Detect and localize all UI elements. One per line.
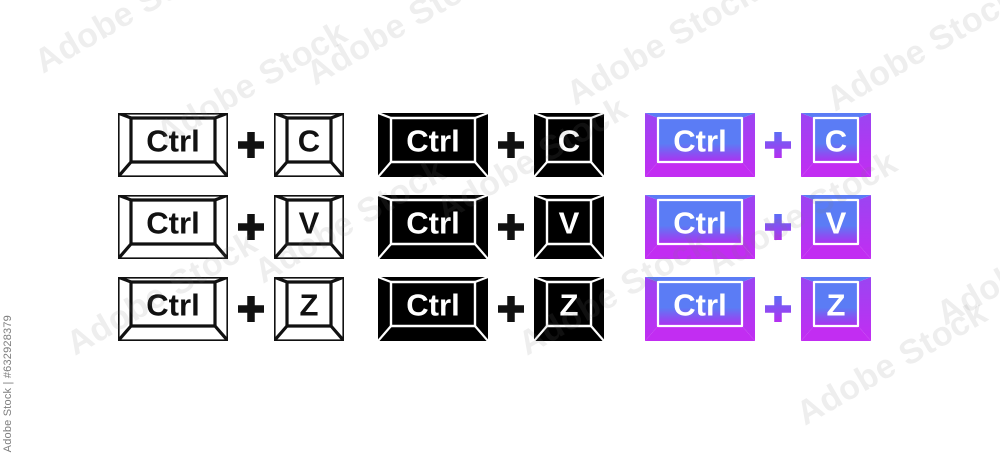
- key-outline-copy-letter-label: C: [298, 124, 320, 159]
- key-outline-undo-letter-glyph: Z: [274, 277, 344, 341]
- key-gradient-paste-ctrl[interactable]: Ctrl: [645, 195, 755, 259]
- plus-icon-gradient-copy: [765, 132, 791, 158]
- key-outline-undo-ctrl[interactable]: Ctrl: [118, 277, 228, 341]
- shortcut-solid-undo[interactable]: Ctrl Z: [378, 277, 604, 341]
- key-solid-copy-ctrl[interactable]: Ctrl: [378, 113, 488, 177]
- shortcut-outline-copy[interactable]: Ctrl C: [118, 113, 344, 177]
- plus-outline-paste: [228, 214, 274, 240]
- shortcut-gradient-copy[interactable]: Ctrl: [645, 113, 871, 177]
- key-solid-undo-ctrl[interactable]: Ctrl: [378, 277, 488, 341]
- shortcut-outline-paste[interactable]: Ctrl V: [118, 195, 344, 259]
- plus-icon-solid-undo: [498, 296, 524, 322]
- plus-icon-outline-copy: [238, 132, 264, 158]
- plus-gradient-paste: [755, 214, 801, 240]
- key-outline-undo-letter[interactable]: Z: [274, 277, 344, 341]
- key-gradient-undo-letter-glyph: Z: [801, 277, 871, 341]
- key-outline-paste-letter[interactable]: V: [274, 195, 344, 259]
- shortcut-outline-undo[interactable]: Ctrl Z: [118, 277, 344, 341]
- key-solid-undo-ctrl-label: Ctrl: [406, 288, 459, 323]
- plus-gradient-copy: [755, 132, 801, 158]
- key-gradient-paste-ctrl-glyph: Ctrl: [645, 195, 755, 259]
- plus-outline-undo: [228, 296, 274, 322]
- key-gradient-copy-ctrl[interactable]: Ctrl: [645, 113, 755, 177]
- key-gradient-copy-ctrl-label: Ctrl: [673, 124, 726, 159]
- key-gradient-paste-letter-label: V: [826, 206, 847, 241]
- key-solid-paste-ctrl-glyph: Ctrl: [378, 195, 488, 259]
- key-solid-copy-letter-glyph: C: [534, 113, 604, 177]
- plus-icon-gradient-undo: [765, 296, 791, 322]
- key-gradient-paste-ctrl-label: Ctrl: [673, 206, 726, 241]
- shortcut-gradient-undo[interactable]: Ctrl: [645, 277, 871, 341]
- key-outline-undo-ctrl-glyph: Ctrl: [118, 277, 228, 341]
- key-gradient-copy-letter-glyph: C: [801, 113, 871, 177]
- key-outline-undo-ctrl-label: Ctrl: [146, 288, 199, 323]
- key-solid-undo-letter[interactable]: Z: [534, 277, 604, 341]
- key-outline-copy-ctrl-glyph: Ctrl: [118, 113, 228, 177]
- key-gradient-undo-letter[interactable]: Z: [801, 277, 871, 341]
- key-solid-paste-letter-glyph: V: [534, 195, 604, 259]
- key-solid-paste-ctrl[interactable]: Ctrl: [378, 195, 488, 259]
- key-solid-paste-ctrl-label: Ctrl: [406, 206, 459, 241]
- key-solid-copy-letter[interactable]: C: [534, 113, 604, 177]
- key-gradient-undo-ctrl-label: Ctrl: [673, 288, 726, 323]
- key-gradient-undo-ctrl-glyph: Ctrl: [645, 277, 755, 341]
- plus-icon-solid-paste: [498, 214, 524, 240]
- plus-icon-solid-copy: [498, 132, 524, 158]
- key-gradient-copy-ctrl-glyph: Ctrl: [645, 113, 755, 177]
- key-outline-paste-ctrl-label: Ctrl: [146, 206, 199, 241]
- key-solid-undo-ctrl-glyph: Ctrl: [378, 277, 488, 341]
- key-solid-undo-letter-glyph: Z: [534, 277, 604, 341]
- shortcut-solid-paste[interactable]: Ctrl V: [378, 195, 604, 259]
- plus-solid-copy: [488, 132, 534, 158]
- key-solid-copy-ctrl-label: Ctrl: [406, 124, 459, 159]
- plus-icon-outline-undo: [238, 296, 264, 322]
- key-solid-paste-letter[interactable]: V: [534, 195, 604, 259]
- key-gradient-copy-letter[interactable]: C: [801, 113, 871, 177]
- key-solid-copy-ctrl-glyph: Ctrl: [378, 113, 488, 177]
- key-solid-undo-letter-label: Z: [560, 288, 579, 323]
- shortcut-gradient-paste[interactable]: Ctrl: [645, 195, 871, 259]
- plus-solid-undo: [488, 296, 534, 322]
- key-outline-undo-letter-label: Z: [300, 288, 319, 323]
- key-outline-copy-ctrl-label: Ctrl: [146, 124, 199, 159]
- plus-gradient-undo: [755, 296, 801, 322]
- key-outline-paste-letter-glyph: V: [274, 195, 344, 259]
- key-solid-copy-letter-label: C: [558, 124, 580, 159]
- plus-solid-paste: [488, 214, 534, 240]
- key-gradient-paste-letter[interactable]: V: [801, 195, 871, 259]
- key-outline-paste-ctrl-glyph: Ctrl: [118, 195, 228, 259]
- key-outline-paste-letter-label: V: [299, 206, 320, 241]
- key-gradient-paste-letter-glyph: V: [801, 195, 871, 259]
- shortcut-solid-copy[interactable]: Ctrl C: [378, 113, 604, 177]
- plus-icon-gradient-paste: [765, 214, 791, 240]
- plus-outline-copy: [228, 132, 274, 158]
- key-gradient-copy-letter-label: C: [825, 124, 847, 159]
- key-outline-copy-letter[interactable]: C: [274, 113, 344, 177]
- key-gradient-undo-letter-label: Z: [827, 288, 846, 323]
- key-solid-paste-letter-label: V: [559, 206, 580, 241]
- key-outline-paste-ctrl[interactable]: Ctrl: [118, 195, 228, 259]
- key-outline-copy-letter-glyph: C: [274, 113, 344, 177]
- plus-icon-outline-paste: [238, 214, 264, 240]
- key-gradient-undo-ctrl[interactable]: Ctrl: [645, 277, 755, 341]
- key-outline-copy-ctrl[interactable]: Ctrl: [118, 113, 228, 177]
